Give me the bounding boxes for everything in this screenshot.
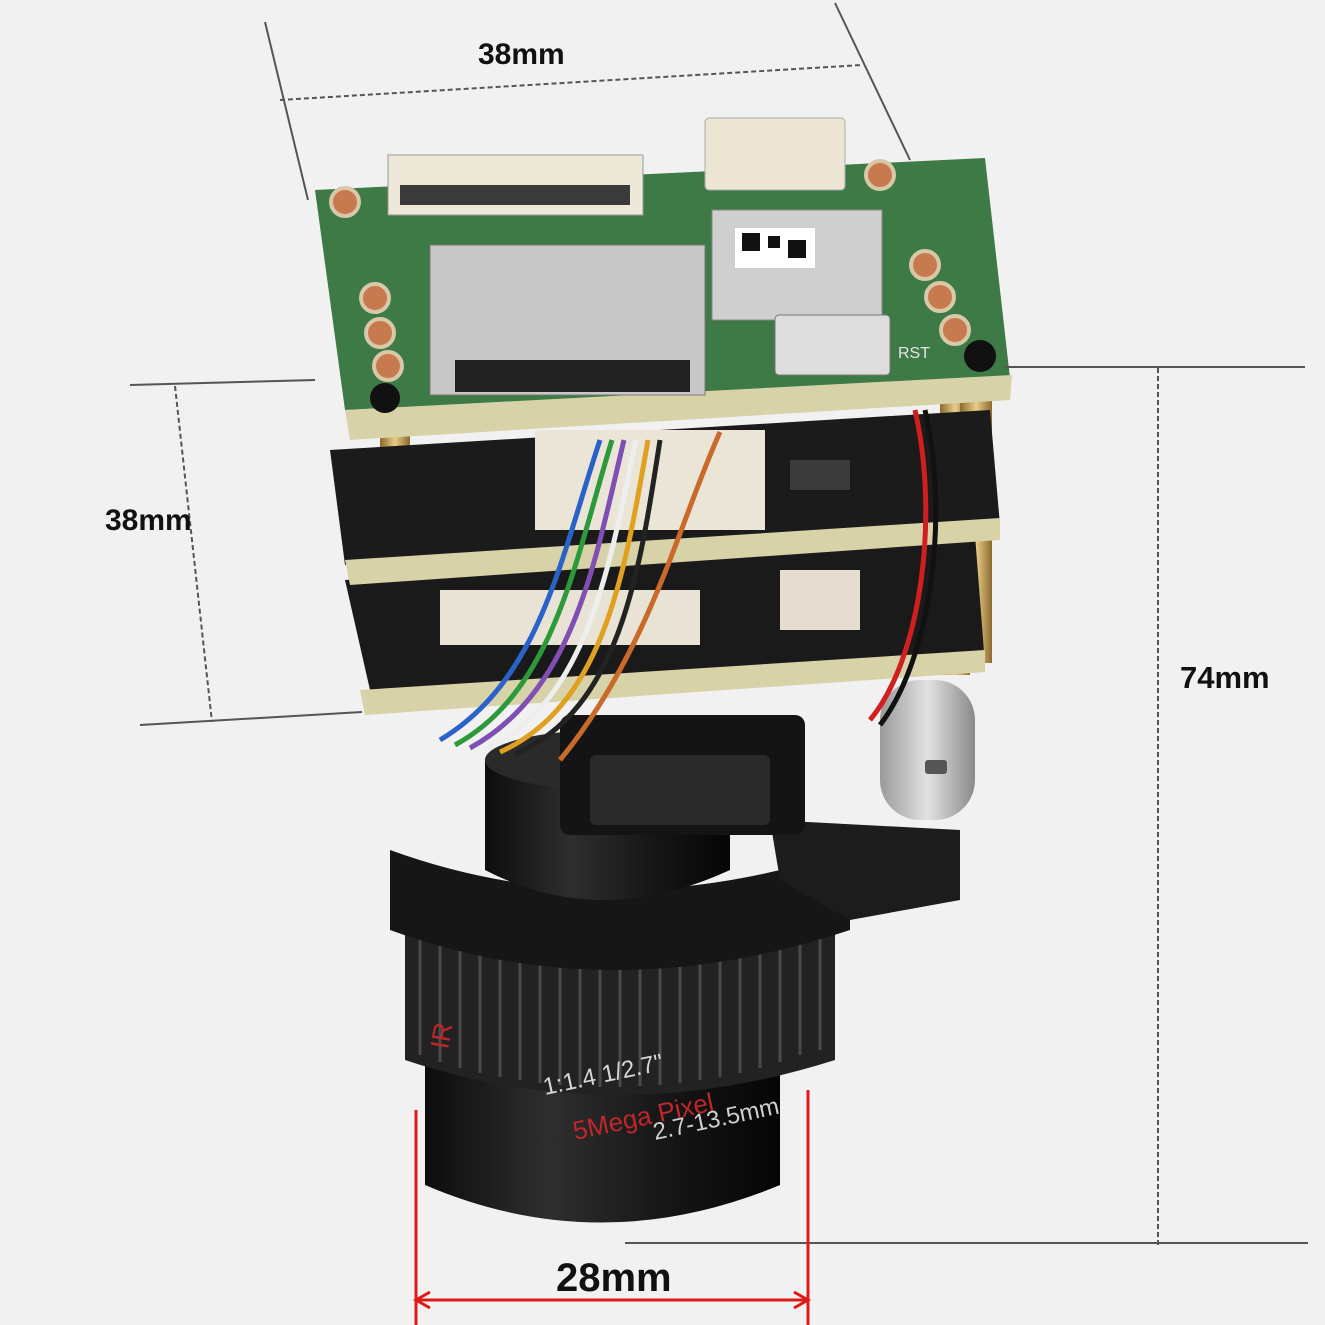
lens-diameter-measure xyxy=(412,1090,812,1325)
wifi-module xyxy=(711,209,883,321)
reset-switch xyxy=(774,314,891,376)
wire-connector xyxy=(704,117,846,191)
zoom-motor xyxy=(880,680,975,820)
main-board: RST xyxy=(315,117,1012,440)
microsd-slot xyxy=(429,244,706,396)
lens-ir-text: IR xyxy=(424,1020,458,1051)
reset-label: RST xyxy=(898,345,930,362)
board-height-dimension-label: 38mm xyxy=(105,504,192,537)
copper-pads xyxy=(329,159,971,382)
zoom-lens: 5Mega Pixel 2.7-13.5mm 1:1.4 1/2.7" IR xyxy=(390,680,975,1223)
total-height-dimension-label: 74mm xyxy=(1180,660,1270,695)
wire-harness xyxy=(438,409,939,762)
screw xyxy=(370,383,400,413)
lens-diameter-dimension-label: 28mm xyxy=(556,1256,672,1300)
lens-knurl-ring xyxy=(418,925,822,1087)
measurement-lines xyxy=(129,2,1308,1248)
width-dimension-label: 38mm xyxy=(478,38,565,71)
screw xyxy=(964,340,996,372)
